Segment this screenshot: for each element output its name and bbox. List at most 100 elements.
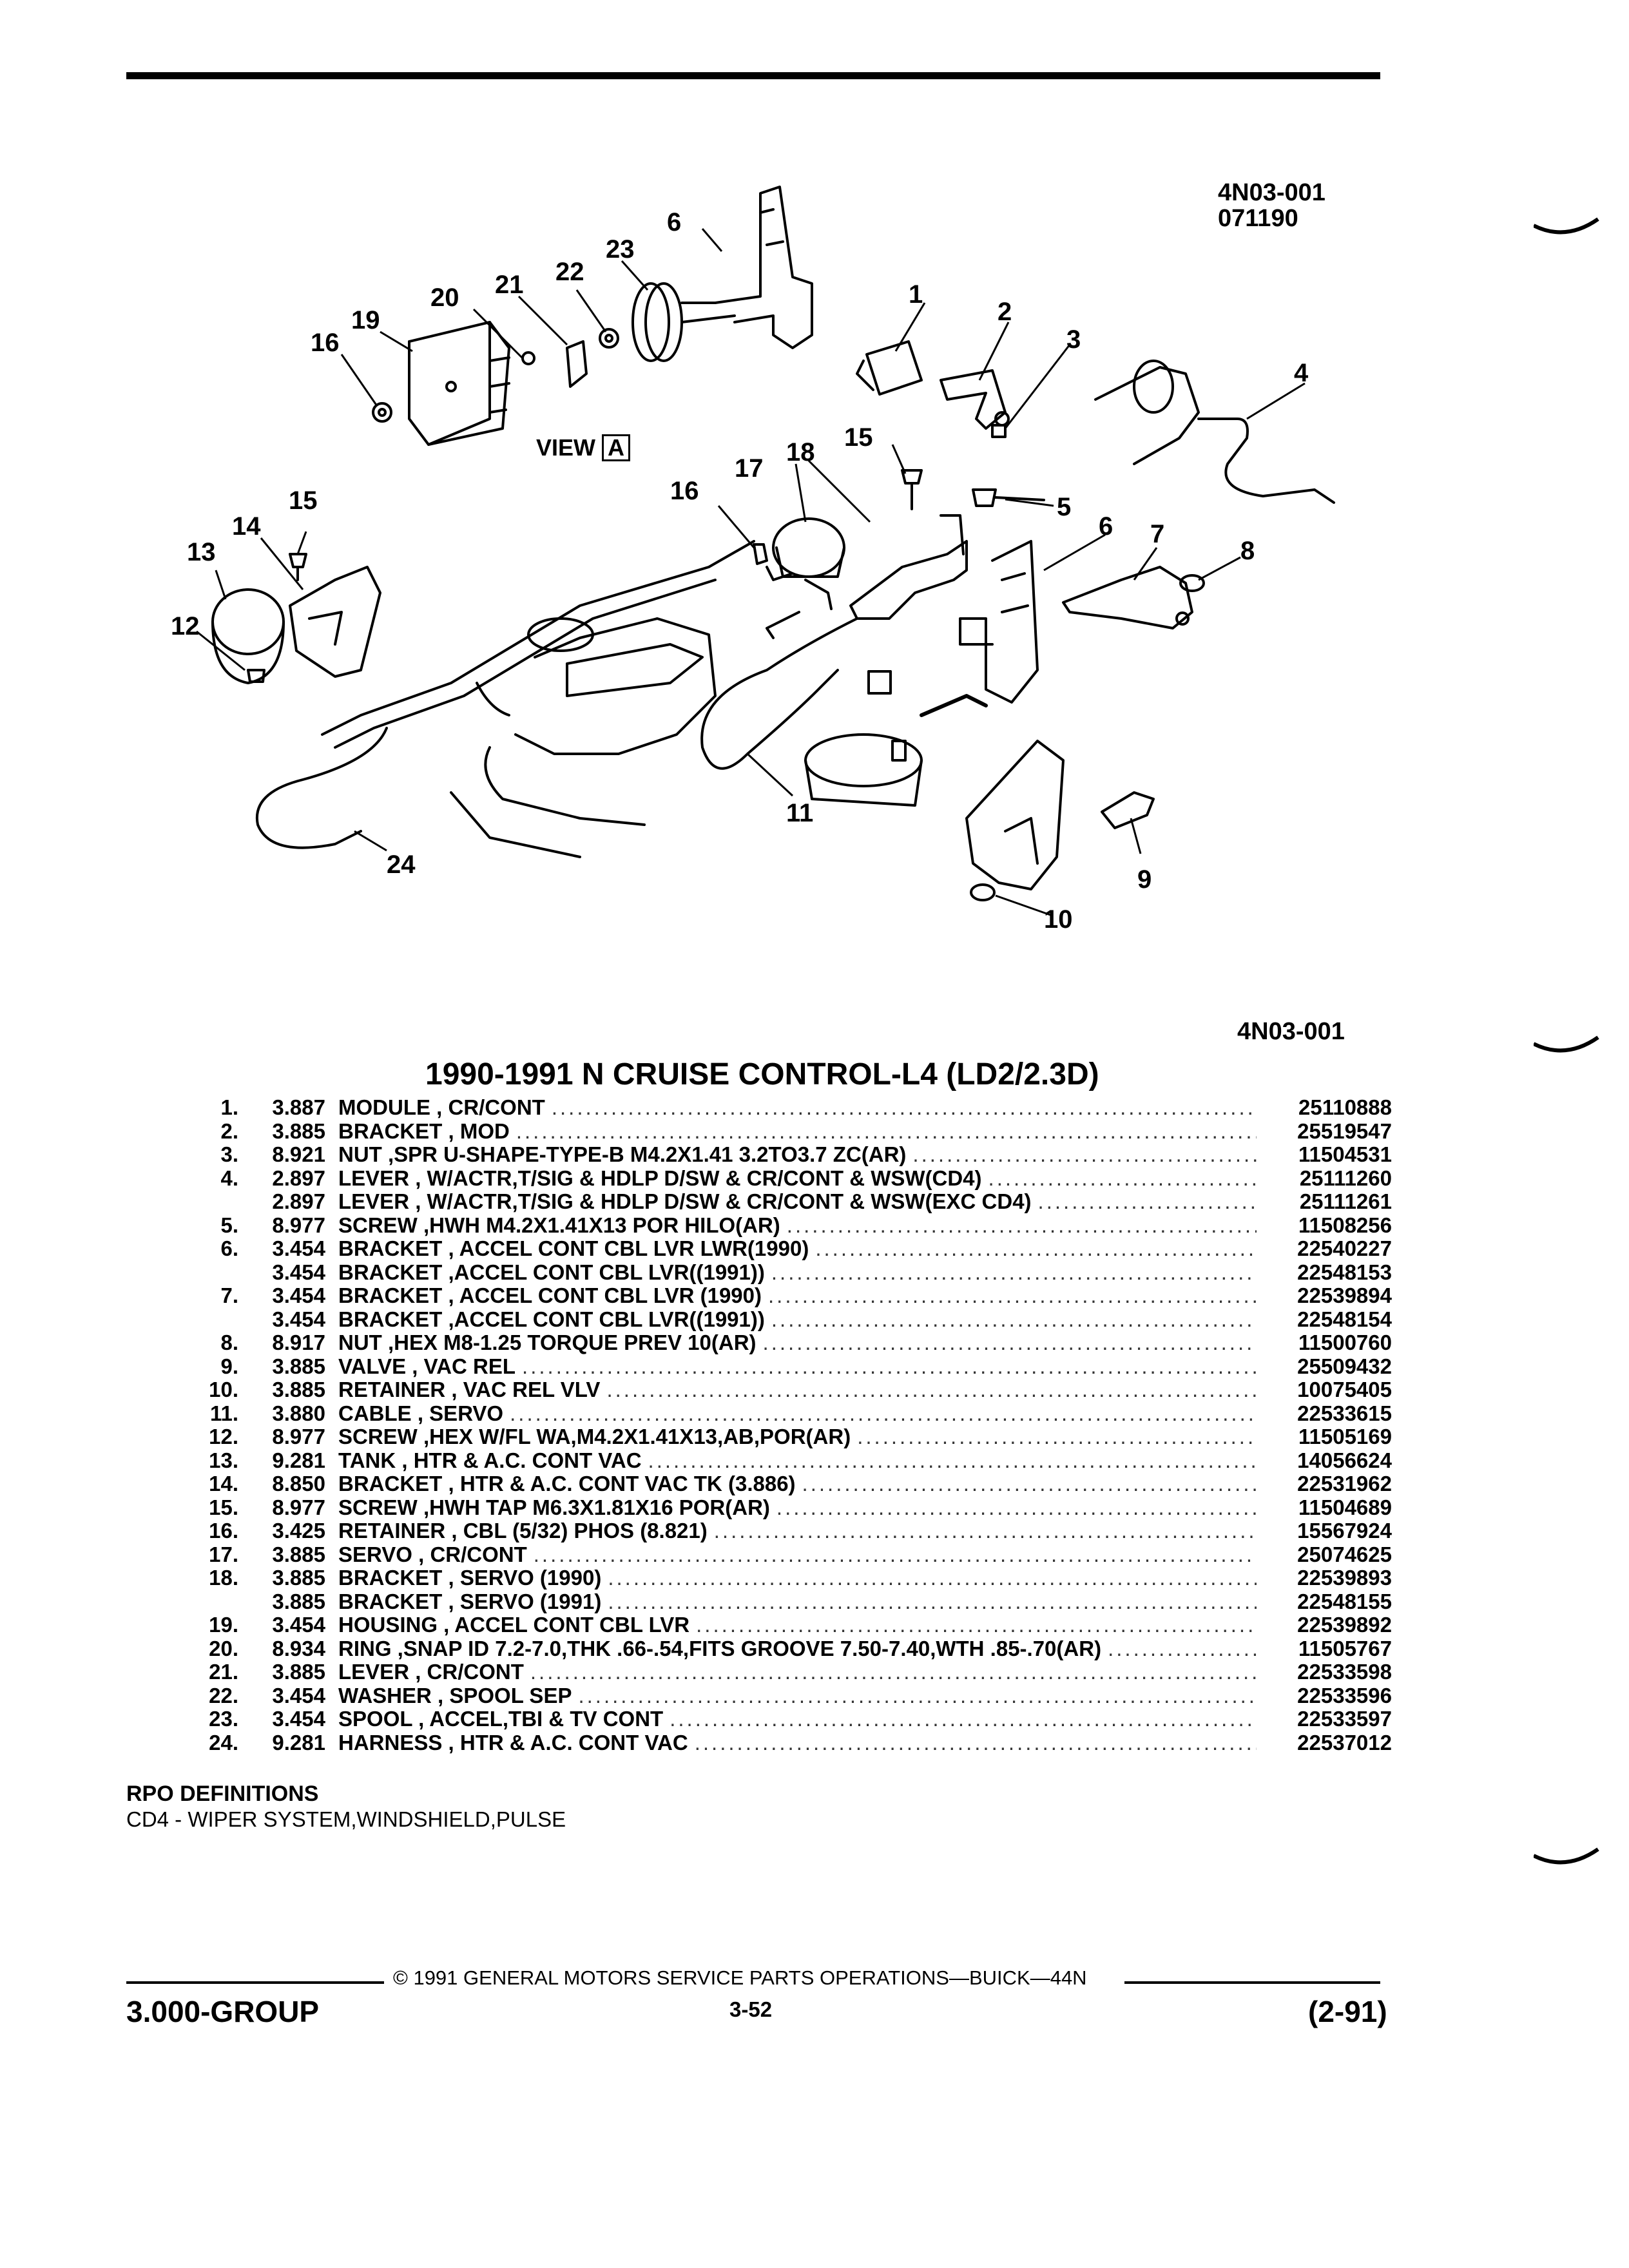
retainer-part-16-top (372, 402, 392, 423)
leader-dots: ........................................… (768, 1283, 1257, 1307)
rpo-definition: CD4 - WIPER SYSTEM,WINDSHIELD,PULSE (126, 1807, 566, 1831)
snap-ring-part-20 (521, 351, 535, 365)
leader-dots: ........................................… (516, 1119, 1257, 1143)
part-number: 25111261 (1299, 1189, 1392, 1213)
part-number: 14056624 (1297, 1448, 1392, 1472)
callout-18: 18 (786, 438, 815, 466)
callout-22: 22 (555, 258, 584, 286)
switch-lever-part-4 (1094, 360, 1335, 504)
servo-bracket-part-18 (849, 514, 968, 620)
group-number: 3.885 (272, 1589, 325, 1613)
mount-view-a (804, 733, 923, 807)
part-description: CABLE , SERVO (338, 1401, 504, 1425)
callout-24: 24 (387, 850, 416, 879)
part-number: 22540227 (1297, 1236, 1392, 1260)
part-number: 22533596 (1297, 1683, 1392, 1707)
group-number: 3.885 (272, 1566, 325, 1590)
figure-date: 071190 (1218, 205, 1298, 232)
part-number: 25111260 (1299, 1166, 1392, 1190)
part-number: 11504689 (1298, 1495, 1392, 1519)
group-number: 2.897 (272, 1189, 325, 1213)
part-number-index: 5. (220, 1213, 238, 1237)
leader-dots: ........................................… (1108, 1636, 1257, 1660)
callout-14: 14 (232, 512, 261, 541)
leader-dots: ........................................… (608, 1589, 1257, 1613)
group-number: 3.425 (272, 1519, 325, 1542)
group-number: 9.281 (272, 1448, 325, 1472)
group-number: 3.885 (272, 1354, 325, 1378)
group-number: 2.897 (272, 1166, 325, 1190)
callout-13: 13 (187, 538, 216, 566)
part-description: LEVER , CR/CONT (338, 1660, 524, 1684)
retainer-part-10 (970, 883, 996, 901)
part-number: 11504531 (1298, 1142, 1392, 1166)
part-number: 25519547 (1297, 1119, 1392, 1143)
footer-rule-right (1124, 1981, 1380, 1984)
part-number-index: 16. (209, 1519, 238, 1542)
leader-dots: ........................................… (606, 1378, 1257, 1401)
part-number: 22548154 (1297, 1307, 1392, 1331)
part-description: BRACKET , ACCEL CONT CBL LVR LWR(1990) (338, 1236, 809, 1260)
view-label: VIEW A (536, 434, 631, 461)
part-number-index: 9. (220, 1354, 238, 1378)
rpo-heading: RPO DEFINITIONS (126, 1782, 319, 1806)
figure-code: 4N03-001 (1218, 179, 1325, 206)
servo-part-17 (766, 517, 845, 610)
callout-7: 7 (1150, 520, 1164, 548)
leader-dots: ........................................… (815, 1236, 1257, 1260)
part-description: VALVE , VAC REL (338, 1354, 516, 1378)
callout-2: 2 (998, 298, 1012, 326)
leader-dots: ........................................… (762, 1331, 1257, 1354)
servo-cable-part-11 (700, 611, 858, 770)
part-number-index: 7. (220, 1283, 238, 1307)
callout-21: 21 (495, 271, 524, 299)
leader-dots: ........................................… (776, 1495, 1257, 1519)
part-description: LEVER , W/ACTR,T/SIG & HDLP D/SW & CR/CO… (338, 1166, 982, 1190)
part-description: HOUSING , ACCEL CONT CBL LVR (338, 1613, 690, 1637)
part-description: SCREW ,HWH M4.2X1.41X13 POR HILO(AR) (338, 1213, 780, 1237)
part-number: 22539892 (1297, 1613, 1392, 1637)
part-number: 15567924 (1297, 1519, 1392, 1542)
part-description: TANK , HTR & A.C. CONT VAC (338, 1448, 642, 1472)
part-number: 22539894 (1297, 1283, 1392, 1307)
leader-dots: ........................................… (988, 1166, 1257, 1190)
leader-dots: ........................................… (771, 1260, 1257, 1284)
part-number: 22533598 (1297, 1660, 1392, 1684)
footer-group: 3.000-GROUP (126, 1995, 320, 2028)
callout-10: 10 (1044, 905, 1073, 934)
vacuum-harness-part-24 (255, 540, 755, 849)
bracket-part-7 (1062, 566, 1193, 629)
part-number-index: 10. (209, 1378, 238, 1401)
screw-part-5 (972, 488, 1045, 507)
vacuum-tank-part-13 (211, 588, 285, 684)
screw-part-15-left (289, 553, 307, 581)
callout-3: 3 (1066, 325, 1081, 354)
bracket-part-6-top (714, 186, 813, 349)
view-label-text: VIEW (536, 434, 596, 461)
part-number-index: 3. (220, 1142, 238, 1166)
part-number: 11505767 (1298, 1636, 1392, 1660)
part-number: 22533597 (1297, 1707, 1392, 1731)
vacuum-valve-part-9 (1101, 791, 1155, 829)
part-description: RING ,SNAP ID 7.2-7.0,THK .66-.54,FITS G… (338, 1636, 1102, 1660)
page-title: 1990-1991 N CRUISE CONTROL-L4 (LD2/2.3D) (425, 1057, 1099, 1091)
leader-dots: ........................................… (786, 1213, 1257, 1237)
screw-part-15-right (901, 469, 923, 510)
callout-4: 4 (1294, 359, 1309, 387)
retainer-part-16-mid (753, 543, 768, 565)
group-number: 3.454 (272, 1613, 325, 1637)
footer-copyright: © 1991 GENERAL MOTORS SERVICE PARTS OPER… (393, 1966, 1087, 1989)
